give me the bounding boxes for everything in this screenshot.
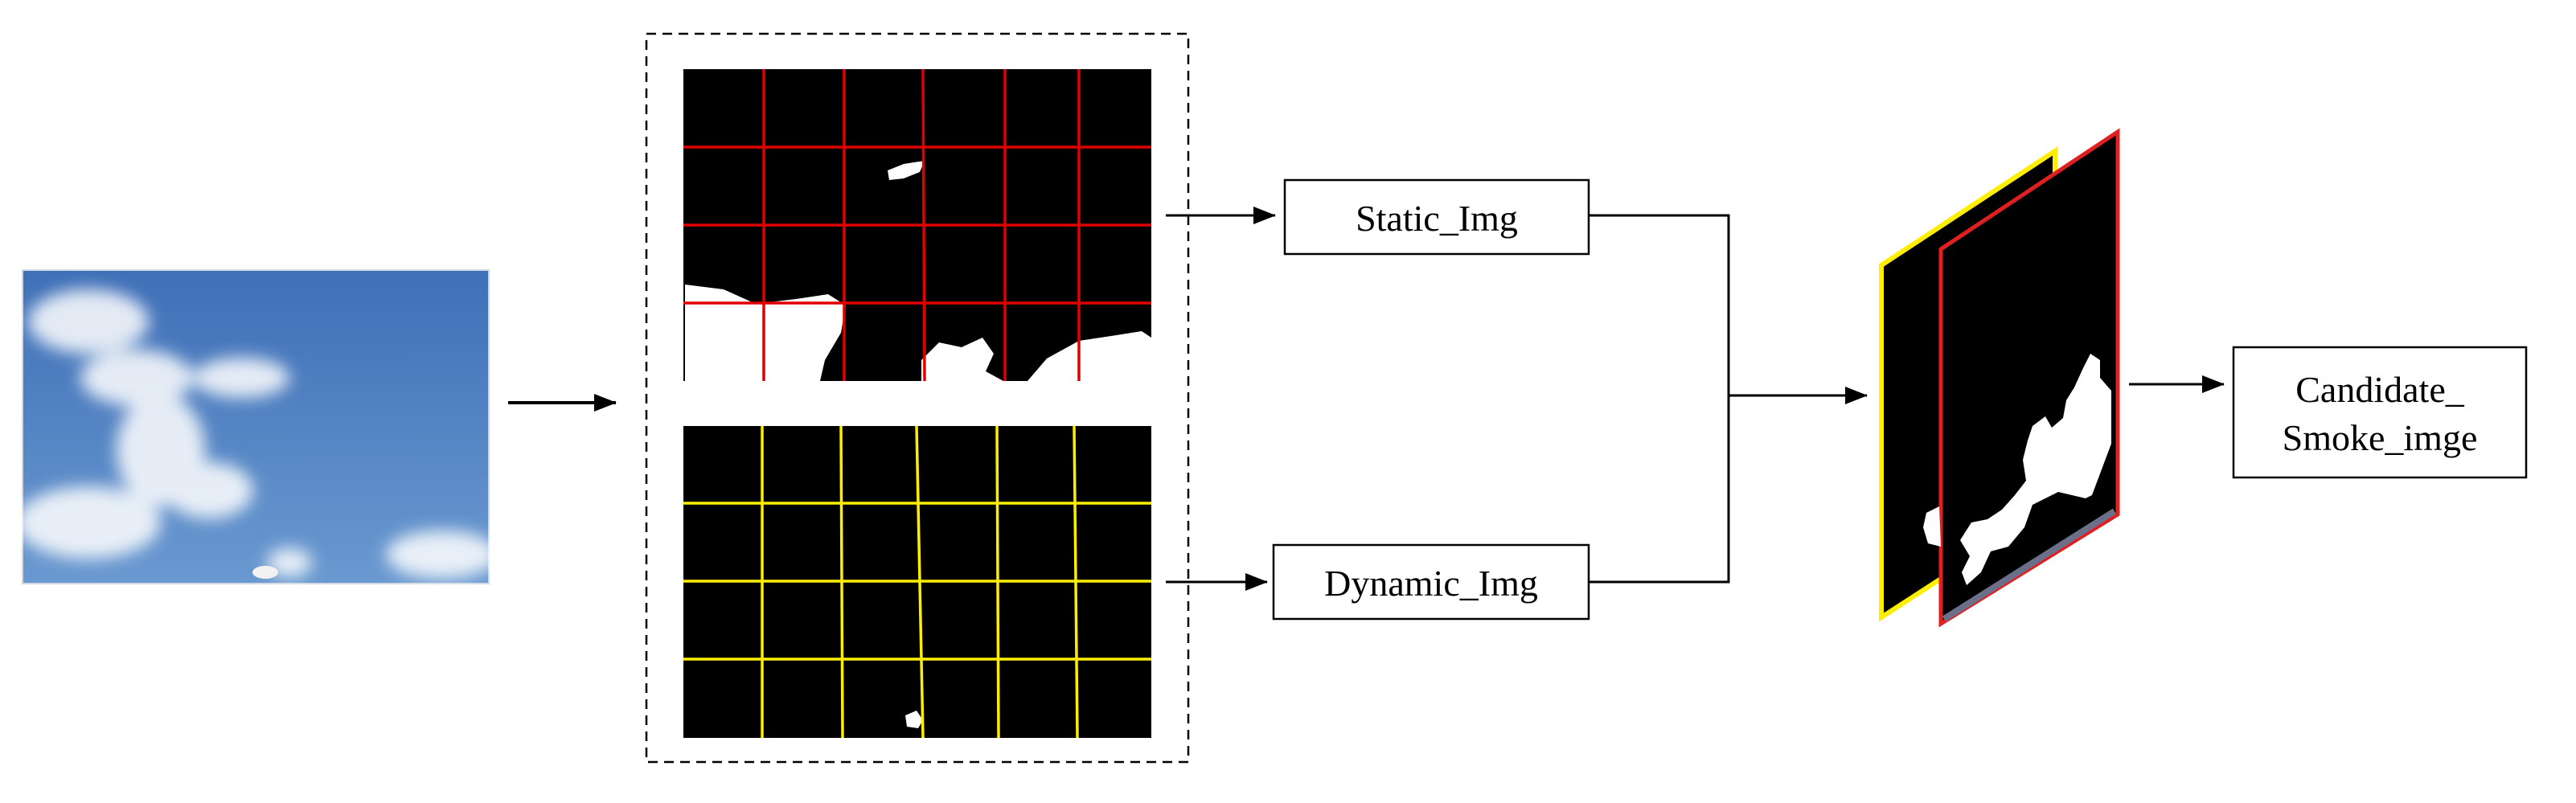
mask-group-frame: [645, 32, 1190, 764]
static-mask-grid-icon: [683, 68, 1151, 382]
dynamic-mask-grid-icon: [683, 425, 1151, 739]
dynamic-img-box: Dynamic_Img: [1272, 543, 1590, 621]
static-img-label: Static_Img: [1356, 198, 1518, 239]
merge-connector: [1589, 214, 1868, 584]
stacked-masks-icon: [1879, 128, 2120, 628]
sky-photo-icon: [16, 269, 498, 584]
candidate-smoke-box: Candidate_ Smoke_imge: [2232, 346, 2528, 479]
dynamic-img-label: Dynamic_Img: [1324, 563, 1538, 604]
candidate-label-line2: Smoke_imge: [2283, 417, 2478, 458]
candidate-label-line1: Candidate_: [2295, 369, 2464, 410]
static-img-box: Static_Img: [1283, 178, 1590, 256]
